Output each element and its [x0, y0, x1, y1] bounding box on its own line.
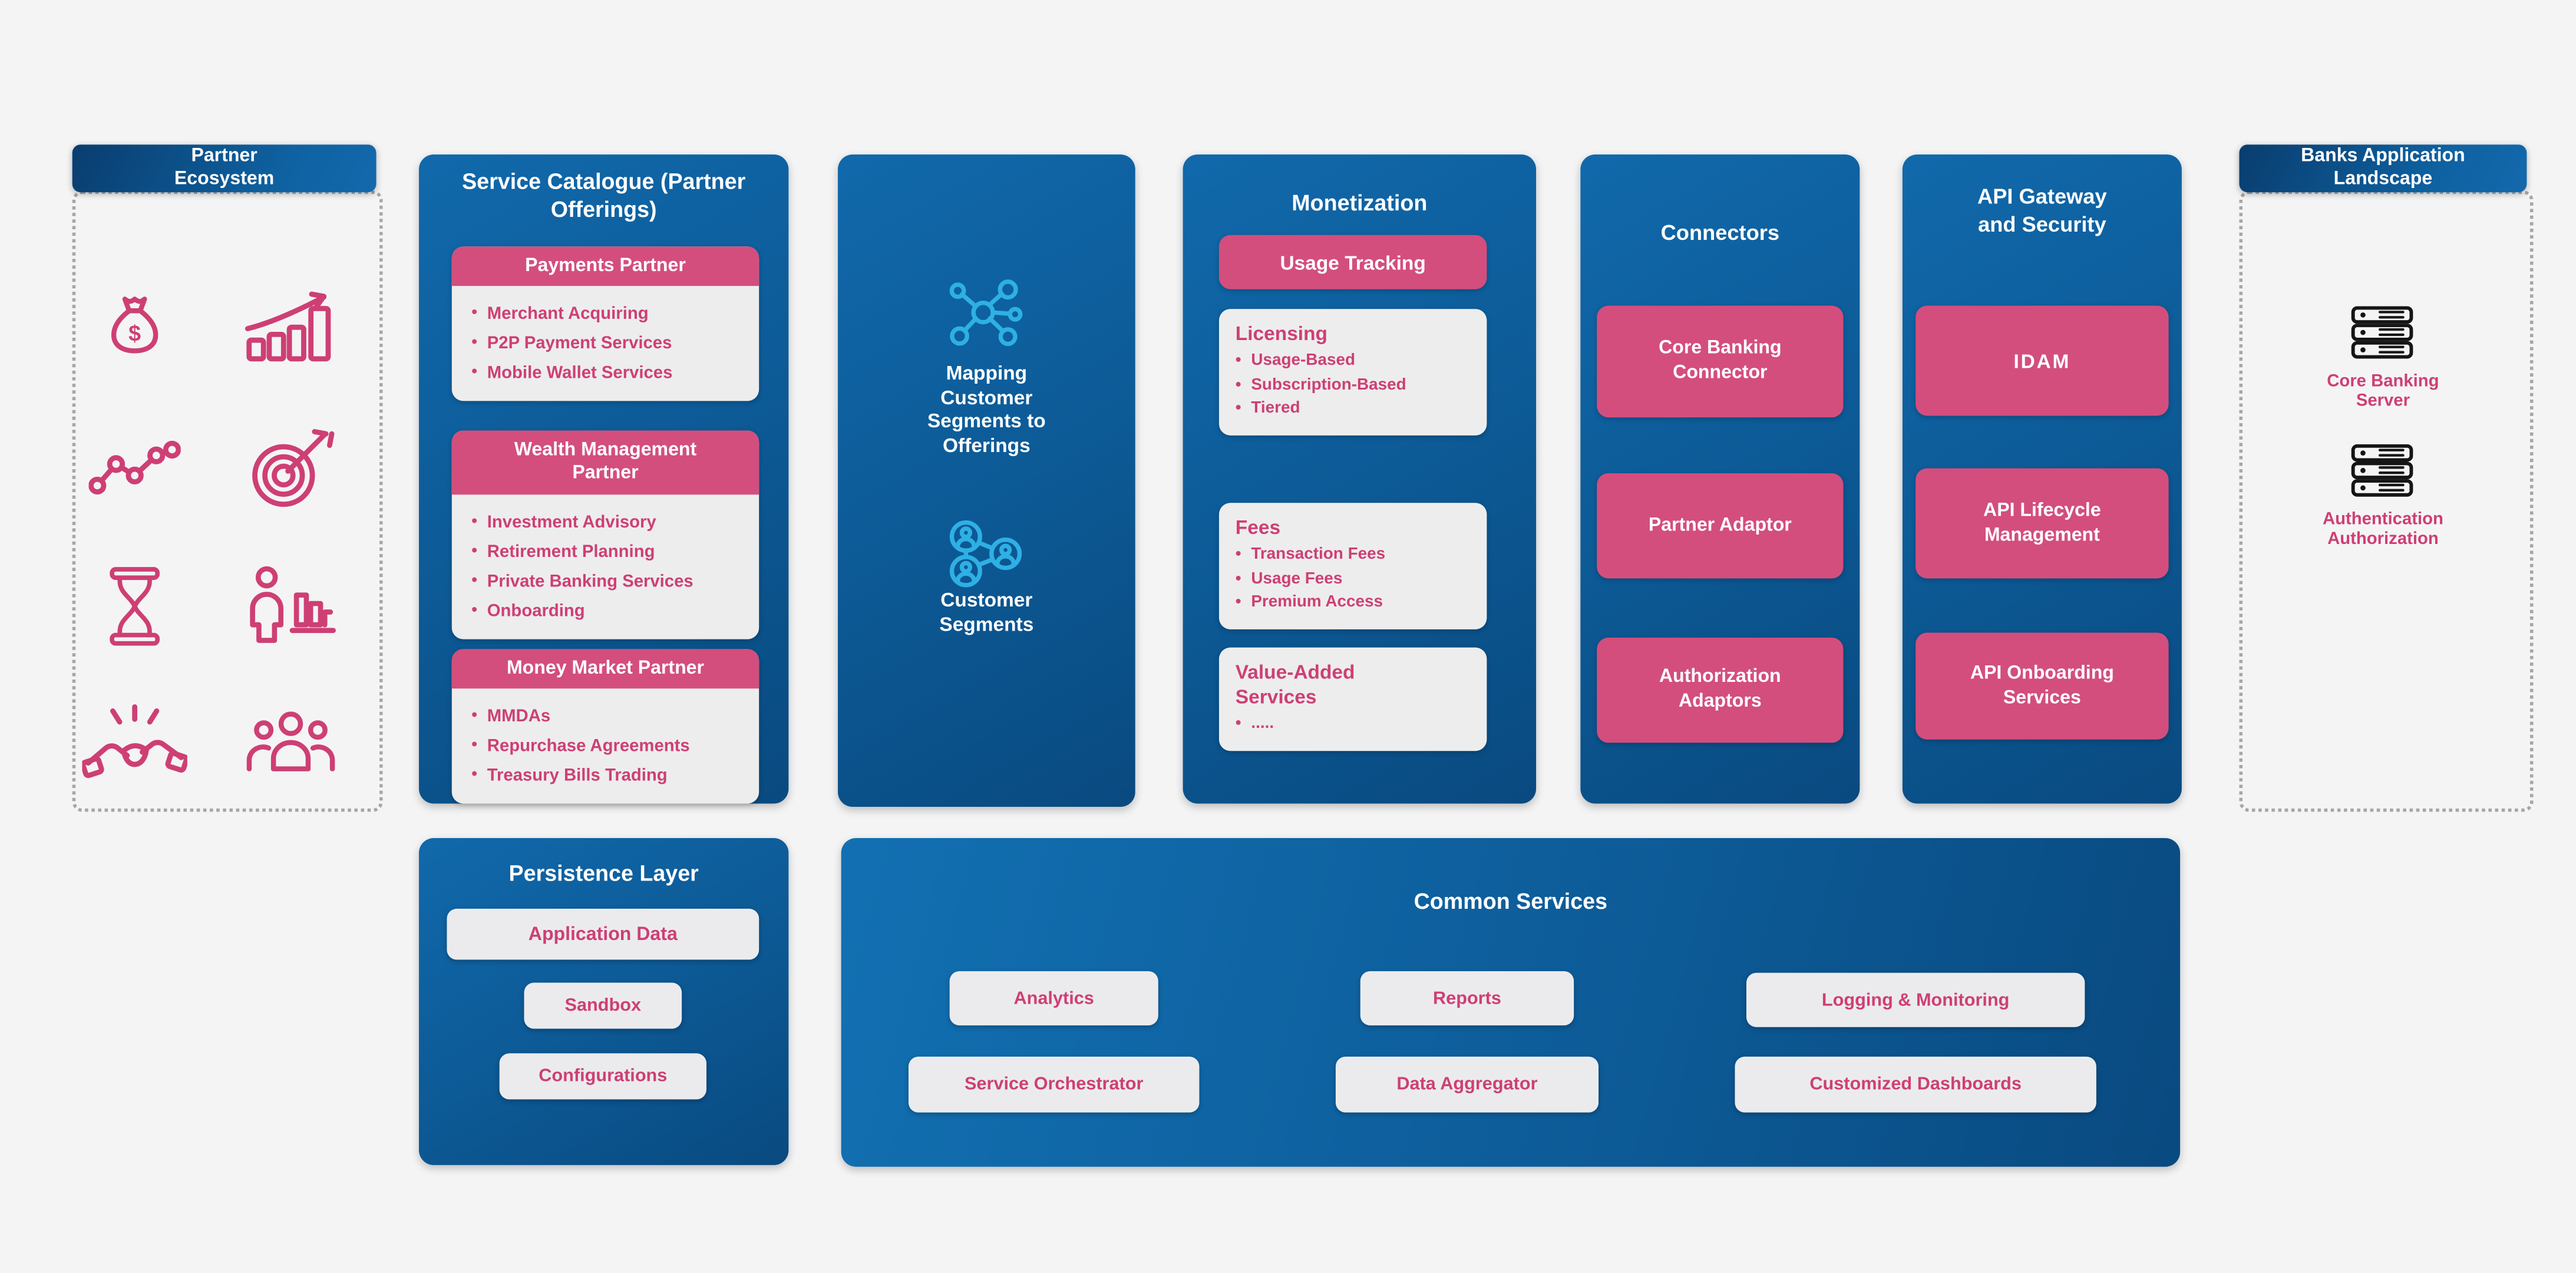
- api-gateway-panel: API Gateway and Security IDAM API Lifecy…: [1902, 154, 2182, 804]
- list-item: Repurchase Agreements: [471, 732, 746, 761]
- mapping-top-label: Mapping Customer Segments to Offerings: [927, 361, 1046, 457]
- customer-segments-icon: [943, 519, 1028, 588]
- list-item: Usage Fees: [1236, 568, 1471, 591]
- partner-ecosystem-header: Partner Ecosystem: [72, 144, 377, 193]
- customized-dashboards-button: Customized Dashboards: [1735, 1056, 2096, 1113]
- service-orchestrator-button: Service Orchestrator: [908, 1056, 1200, 1113]
- sandbox-button: Sandbox: [524, 982, 682, 1029]
- reports-button: Reports: [1360, 971, 1574, 1025]
- money-market-partner-card-body: MMDAs Repurchase Agreements Treasury Bil…: [452, 689, 759, 804]
- value-added-services-card: Value-Added Services .....: [1218, 647, 1487, 750]
- list-item: Merchant Acquiring: [471, 300, 746, 329]
- list-item: Investment Advisory: [471, 507, 746, 537]
- data-aggregator-button: Data Aggregator: [1335, 1056, 1599, 1113]
- partner-ecosystem-title: Partner Ecosystem: [174, 146, 275, 189]
- auth-server-icon: [2344, 444, 2420, 500]
- money-bag-icon: $: [92, 289, 177, 368]
- banks-landscape-title: Banks Application Landscape: [2301, 146, 2465, 189]
- payments-partner-card-body: Merchant Acquiring P2P Payment Services …: [452, 286, 759, 401]
- network-nodes-icon: [946, 279, 1028, 352]
- configurations-button: Configurations: [499, 1053, 706, 1100]
- common-services-title: Common Services: [1414, 889, 1608, 914]
- list-item: Private Banking Services: [471, 566, 746, 596]
- service-catalogue-panel: Service Catalogue (Partner Offerings) Pa…: [419, 154, 789, 804]
- persistence-layer-panel: Persistence Layer Application Data Sandb…: [419, 838, 789, 1165]
- payments-partner-card-title: Payments Partner: [451, 246, 759, 287]
- logging-monitoring-button: Logging & Monitoring: [1746, 972, 2085, 1027]
- persistence-layer-title: Persistence Layer: [508, 861, 699, 886]
- list-item: Premium Access: [1236, 592, 1471, 615]
- connectors-panel: Connectors Core Banking Connector Partne…: [1580, 154, 1860, 804]
- core-banking-server-label: Core Banking Server: [2327, 371, 2439, 411]
- authorization-adaptors-button: Authorization Adaptors: [1597, 637, 1844, 743]
- list-item: Tiered: [1236, 398, 1471, 421]
- usage-tracking-button: Usage Tracking: [1218, 235, 1487, 289]
- application-data-button: Application Data: [447, 908, 759, 960]
- list-item: Transaction Fees: [1236, 544, 1471, 568]
- handshake-icon: [82, 700, 187, 782]
- licensing-card: Licensing Usage-Based Subscription-Based…: [1218, 309, 1487, 435]
- core-banking-connector-button: Core Banking Connector: [1597, 305, 1844, 418]
- fees-card-title: Fees: [1235, 516, 1281, 539]
- partner-adaptor-button: Partner Adaptor: [1597, 473, 1844, 579]
- list-item: Mobile Wallet Services: [471, 359, 746, 388]
- api-gateway-title: API Gateway and Security: [1977, 184, 2107, 237]
- analytics-button: Analytics: [949, 971, 1158, 1025]
- list-item: Retirement Planning: [471, 537, 746, 566]
- growth-chart-icon: [245, 289, 336, 368]
- list-item: Usage-Based: [1236, 350, 1471, 374]
- list-item: Onboarding: [471, 596, 746, 625]
- licensing-card-title: Licensing: [1235, 322, 1327, 345]
- api-onboarding-services-button: API Onboarding Services: [1916, 632, 2169, 740]
- line-chart-icon: [88, 434, 181, 503]
- person-stats-icon: [245, 565, 336, 647]
- idam-button: IDAM: [1916, 305, 2169, 416]
- connectors-title: Connectors: [1660, 220, 1780, 245]
- wealth-management-partner-card-title: Wealth Management Partner: [451, 430, 759, 494]
- list-item: Treasury Bills Trading: [471, 761, 746, 791]
- payments-partner-card: Payments Partner Merchant Acquiring P2P …: [451, 246, 759, 402]
- partner-ecosystem-container: [72, 190, 383, 812]
- api-lifecycle-management-button: API Lifecycle Management: [1916, 468, 2169, 579]
- fees-card: Fees Transaction Fees Usage Fees Premium…: [1218, 503, 1487, 629]
- people-group-icon: [246, 708, 335, 774]
- list-item: MMDAs: [471, 703, 746, 732]
- monetization-panel: Monetization Usage Tracking Licensing Us…: [1183, 154, 1537, 804]
- banks-landscape-container: [2239, 190, 2534, 812]
- service-catalogue-title: Service Catalogue (Partner Offerings): [462, 169, 746, 223]
- target-icon: [245, 426, 336, 511]
- auth-server-label: Authentication Authorization: [2322, 509, 2443, 549]
- list-item: .....: [1236, 713, 1471, 737]
- value-added-services-card-title: Value-Added Services: [1235, 660, 1355, 708]
- money-market-partner-card-title: Money Market Partner: [451, 649, 759, 690]
- list-item: Subscription-Based: [1236, 374, 1471, 397]
- mapping-bottom-label: Customer Segments: [939, 588, 1034, 636]
- core-banking-server-icon: [2344, 306, 2420, 362]
- common-services-panel: Common Services Analytics Reports Loggin…: [841, 838, 2181, 1167]
- monetization-title: Monetization: [1292, 190, 1428, 216]
- svg-text:$: $: [128, 321, 141, 346]
- money-market-partner-card: Money Market Partner MMDAs Repurchase Ag…: [451, 649, 759, 804]
- wealth-management-partner-card: Wealth Management Partner Investment Adv…: [451, 430, 759, 639]
- hourglass-icon: [98, 567, 171, 646]
- banks-landscape-header: Banks Application Landscape: [2239, 144, 2527, 193]
- wealth-management-partner-card-body: Investment Advisory Retirement Planning …: [452, 494, 759, 639]
- list-item: P2P Payment Services: [471, 329, 746, 359]
- mapping-panel: Mapping Customer Segments to Offerings C…: [838, 154, 1135, 807]
